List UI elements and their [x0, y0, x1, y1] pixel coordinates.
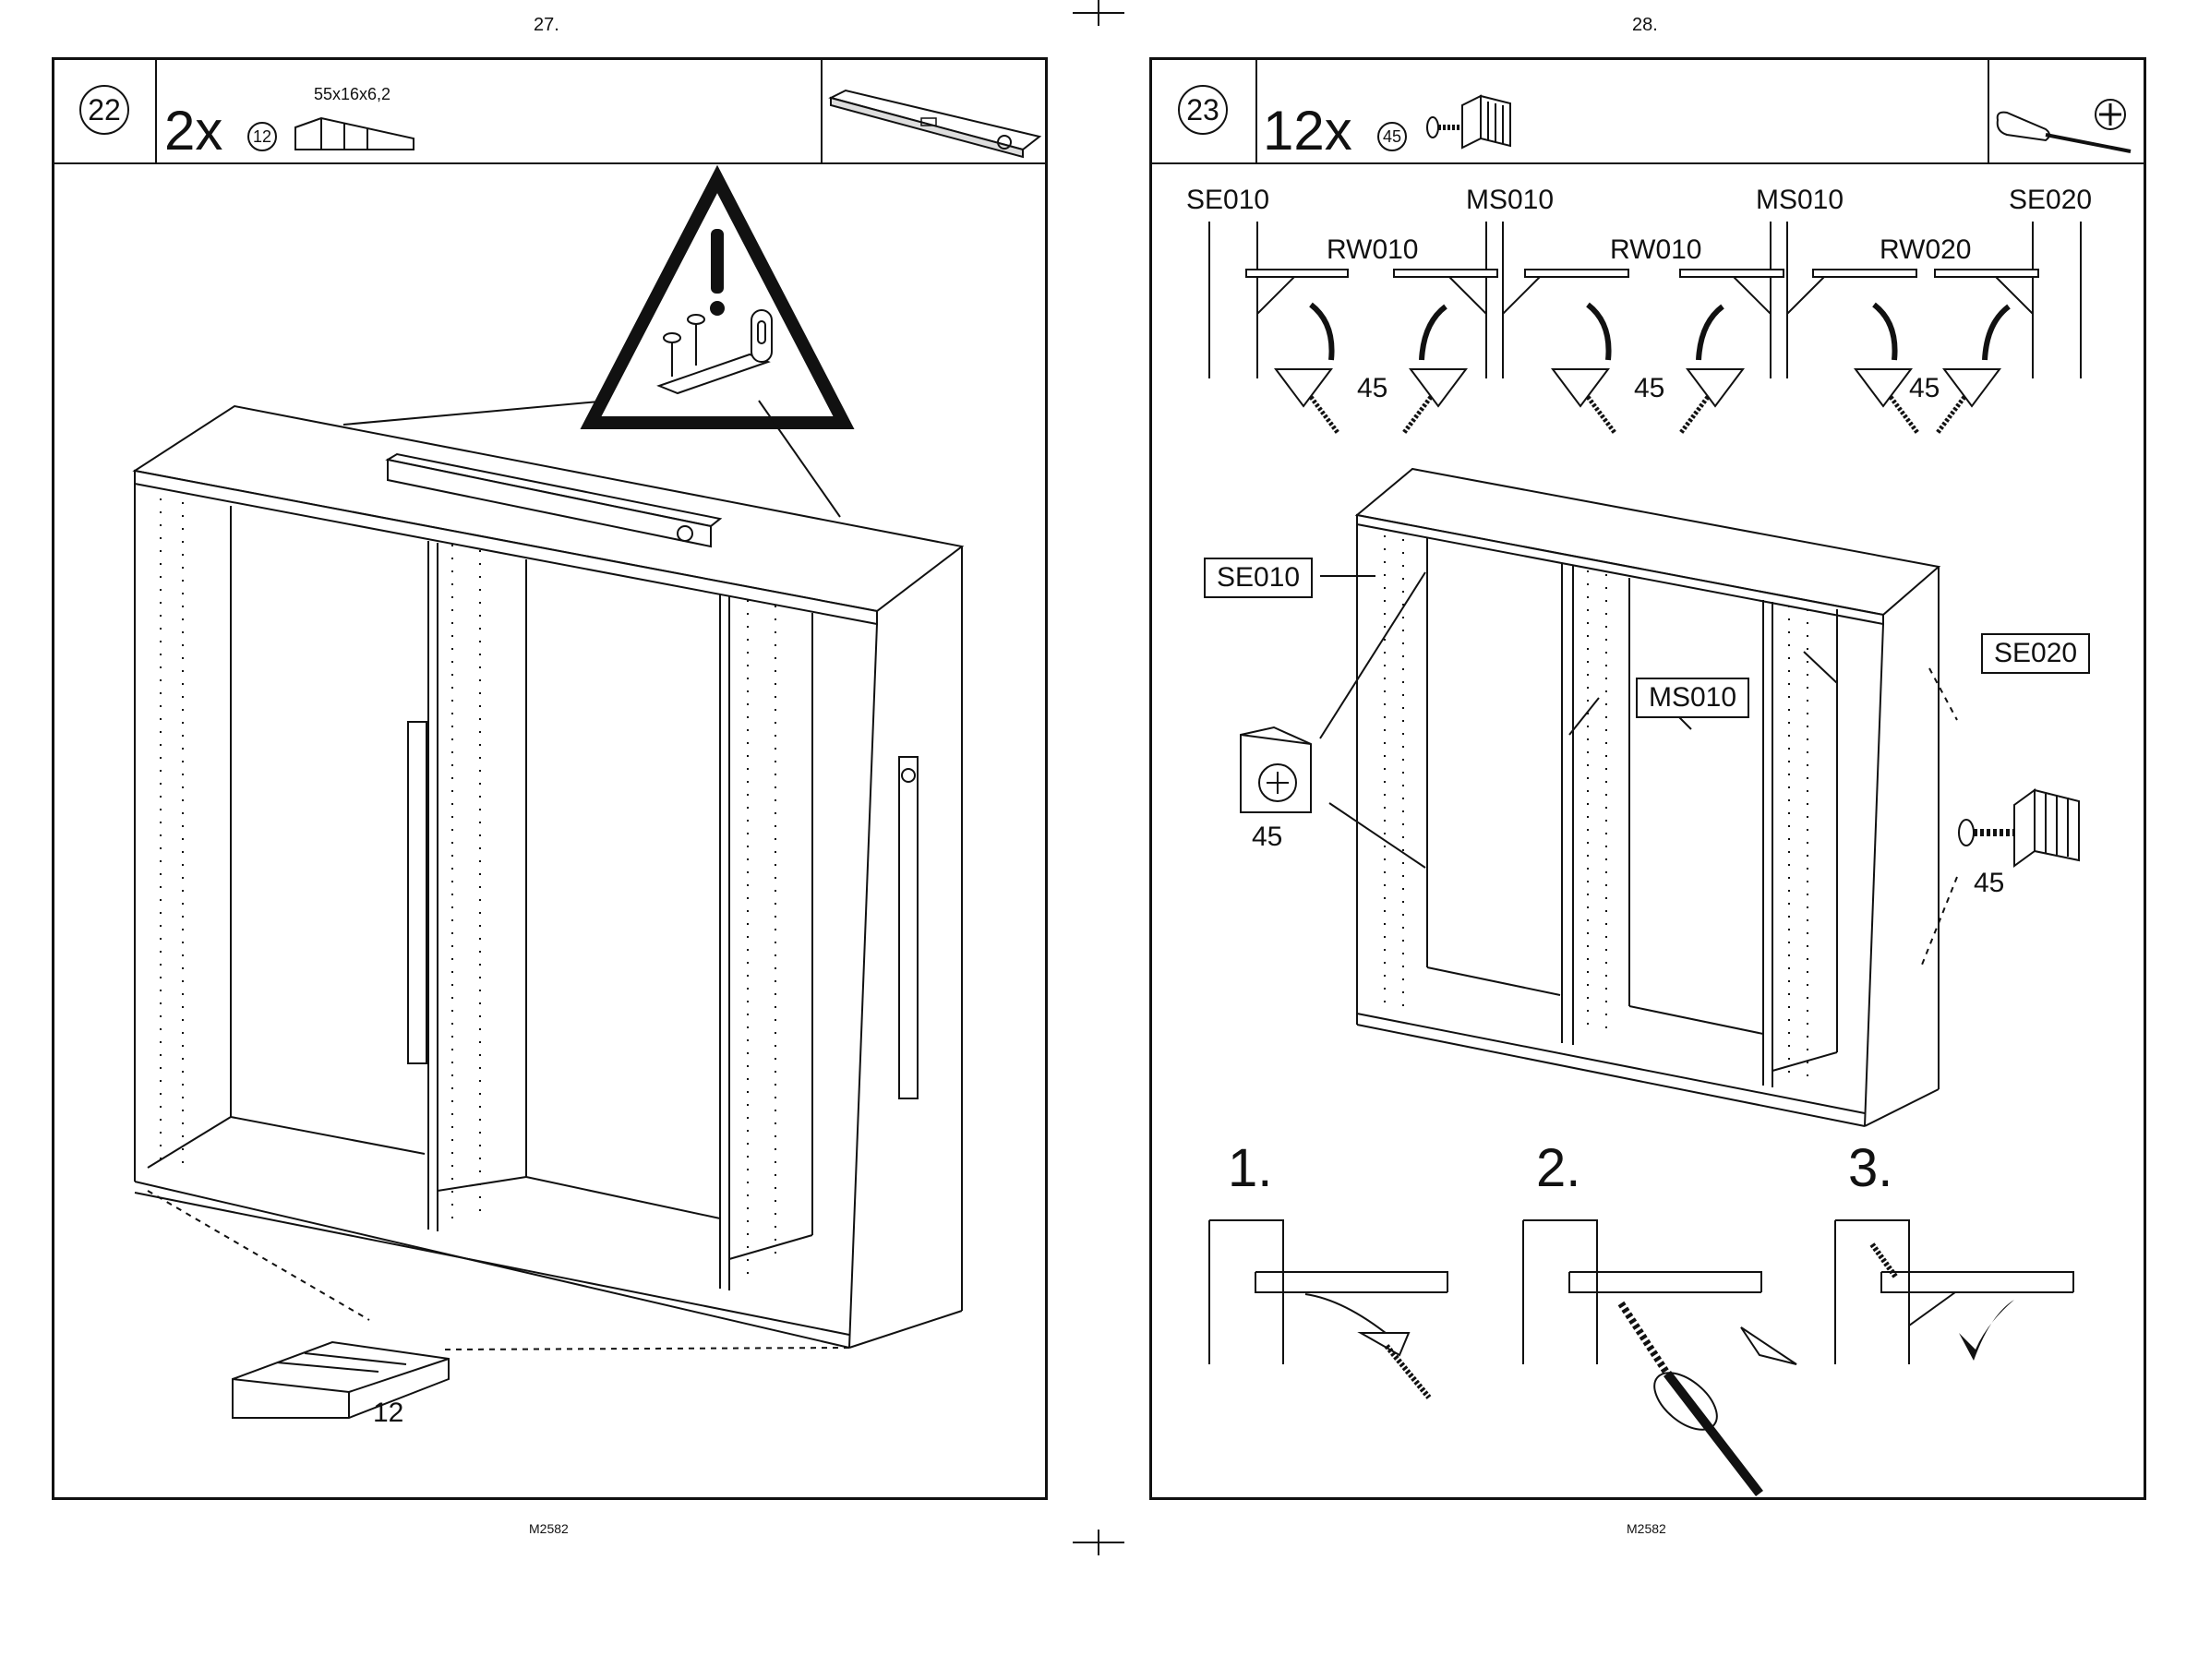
quantity-right: 12x [1263, 103, 1352, 159]
top-label-se020: SE020 [2009, 185, 2092, 216]
page-number-right: 28. [1632, 15, 1658, 36]
box-label-se020: SE020 [1981, 633, 2090, 674]
page-number-left: 27. [534, 15, 559, 36]
spirit-level-icon [829, 85, 1041, 168]
part-size-label: 55x16x6,2 [314, 85, 390, 104]
top-label-ms010-a: MS010 [1466, 185, 1554, 216]
checkmark-icon [1953, 1296, 2018, 1370]
header-sep-left-2 [821, 59, 823, 162]
substep-3-label: 3. [1848, 1137, 1892, 1199]
top-label-se010: SE010 [1186, 185, 1269, 216]
quantity-left: 2x [164, 103, 222, 159]
substep-2-diagram [1519, 1217, 1815, 1494]
part-number-badge-left: 12 [247, 122, 277, 151]
detail-label-right: 45 [1974, 868, 2004, 899]
header-divider-right [1151, 162, 2144, 164]
wedge-callout-label: 12 [373, 1398, 403, 1429]
phillips-head-icon [2092, 96, 2129, 133]
step-number-badge-right: 23 [1178, 85, 1228, 135]
wardrobe-illustration-right [1348, 462, 1994, 1126]
substep-2-label: 2. [1536, 1137, 1580, 1199]
header-sep-right-1 [1255, 59, 1257, 162]
bracket-detail-left [1237, 726, 1320, 818]
bracket-icon [1422, 92, 1514, 157]
header-sep-right-2 [1988, 59, 1989, 162]
header-sep-left-1 [155, 59, 157, 162]
footer-right: M2582 [1627, 1521, 1666, 1536]
rail-diagram [1172, 222, 2096, 443]
wedge-icon [294, 111, 414, 157]
wedge-callout-icon [231, 1326, 452, 1427]
top-label-ms010-b: MS010 [1756, 185, 1844, 216]
box-label-ms010: MS010 [1636, 678, 1749, 718]
bracket-detail-right [1955, 786, 2084, 879]
substep-1-diagram [1206, 1217, 1473, 1420]
detail-label-left: 45 [1252, 822, 1282, 853]
box-label-se010: SE010 [1204, 558, 1313, 598]
step-number-badge-left: 22 [79, 85, 129, 135]
wardrobe-illustration-left [120, 388, 1043, 1680]
part-number-badge-right: 45 [1377, 122, 1407, 151]
substep-1-label: 1. [1228, 1137, 1272, 1199]
